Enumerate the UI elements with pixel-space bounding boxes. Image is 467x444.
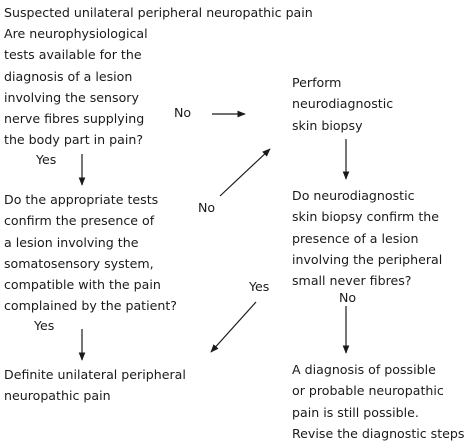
- diagram-title: Suspected unilateral peripheral neuropat…: [4, 5, 313, 20]
- edge-label-q1-no: No: [174, 105, 192, 120]
- node-text-line: Do the appropriate tests: [4, 192, 159, 207]
- node-text-line: tests available for the: [4, 47, 142, 63]
- node-text-line: neurodiagnostic: [292, 96, 394, 112]
- node-text-line: confirm the presence of: [4, 213, 155, 229]
- node-text-line: involving the peripheral: [292, 251, 443, 267]
- node-text-line: complained by the patient?: [4, 298, 177, 314]
- edge-label-q2-yes: Yes: [34, 318, 55, 333]
- node-text-line: Definite unilateral peripheral: [4, 367, 186, 382]
- node-text-line: Do neurodiagnostic: [292, 188, 415, 203]
- node-text-line: a lesion involving the: [4, 234, 139, 250]
- node-neurophysiological-tests-question: Are neurophysiological tests available f…: [4, 23, 148, 151]
- node-perform-skin-biopsy: Perform neurodiagnostic skin biopsy: [292, 72, 393, 136]
- node-text-line: Revise the diagnostic steps: [292, 425, 465, 441]
- node-text-line: skin biopsy: [292, 117, 363, 133]
- node-text-line: pain is still possible.: [292, 404, 419, 420]
- node-text-line: the body part in pain?: [4, 132, 144, 148]
- node-text-line: Perform: [292, 75, 342, 90]
- node-text-line: presence of a lesion: [292, 230, 419, 246]
- node-appropriate-tests-question: Do the appropriate tests confirm the pre…: [4, 189, 177, 317]
- node-text-line: diagnosis of a lesion: [4, 68, 133, 84]
- edge-label-q1-yes: Yes: [36, 152, 57, 167]
- node-possible-neuropathic-pain: A diagnosis of possible or probable neur…: [292, 359, 465, 444]
- node-text-line: or probable neuropathic: [292, 383, 444, 399]
- edge-label-q3-yes: Yes: [249, 279, 270, 294]
- node-text-line: A diagnosis of possible: [292, 362, 436, 377]
- edge-label-q2-no: No: [198, 200, 216, 215]
- arrow-q3-yes-to-definite: [210, 301, 257, 353]
- node-skin-biopsy-question: Do neurodiagnostic skin biopsy confirm t…: [292, 185, 442, 291]
- node-text-line: somatosensory system,: [4, 255, 154, 271]
- edge-label-q3-no: No: [339, 290, 357, 305]
- node-text-line: Are neurophysiological: [4, 26, 148, 41]
- node-text-line: neuropathic pain: [4, 388, 111, 404]
- node-text-line: skin biopsy confirm the: [292, 209, 439, 225]
- arrow-q2-no-to-biopsy: [219, 148, 271, 197]
- node-text-line: small never fibres?: [292, 273, 412, 289]
- node-text-line: involving the sensory: [4, 89, 139, 105]
- node-definite-neuropathic-pain: Definite unilateral peripheral neuropath…: [4, 364, 186, 407]
- node-text-line: nerve fibres supplying: [4, 111, 145, 127]
- node-text-line: compatible with the pain: [4, 277, 161, 293]
